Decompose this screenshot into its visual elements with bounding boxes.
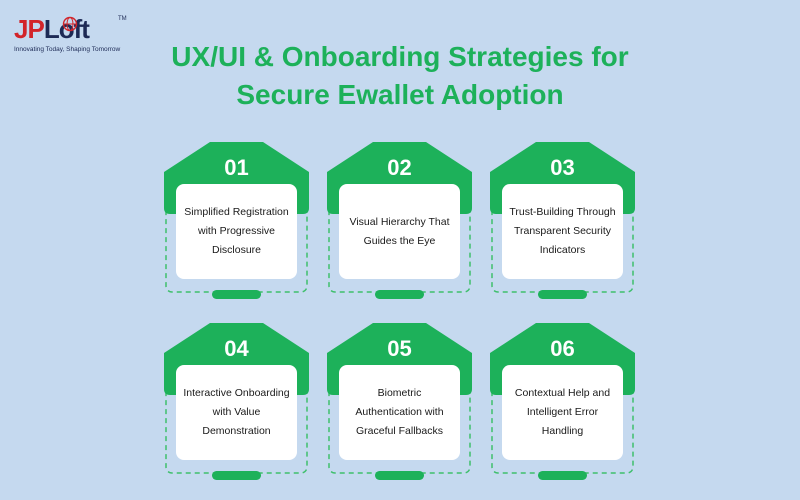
card-body: Contextual Help and Intelligent Error Ha… [502, 365, 623, 460]
card-body: Simplified Registration with Progressive… [176, 184, 297, 279]
card-number: 02 [387, 155, 412, 180]
card-text: Simplified Registration with Progressive… [184, 206, 289, 256]
card-body: Biometric Authentication with Graceful F… [339, 365, 460, 460]
jploft-logo: JPLoft TM Innovating Today, Shaping Tomo… [14, 14, 134, 60]
card-number: 01 [224, 155, 249, 180]
card-number: 03 [550, 155, 575, 180]
strategy-card-03: 03 Trust-Building Through Transparent Se… [490, 142, 635, 299]
card-number: 06 [550, 336, 575, 361]
card-text: Interactive Onboarding with Value Demons… [183, 387, 290, 437]
card-text: Trust-Building Through Transparent Secur… [509, 206, 616, 256]
page-title: UX/UI & Onboarding Strategies for Secure… [0, 38, 800, 114]
card-body: Interactive Onboarding with Value Demons… [176, 365, 297, 460]
strategy-card-02: 02 Visual Hierarchy That Guides the Eye [327, 142, 472, 299]
card-text: Visual Hierarchy That Guides the Eye [349, 215, 450, 247]
strategy-card-05: 05 Biometric Authentication with Gracefu… [327, 323, 472, 480]
strategy-card-04: 04 Interactive Onboarding with Value Dem… [164, 323, 309, 480]
card-text: Biometric Authentication with Graceful F… [355, 387, 444, 437]
card-number: 04 [224, 336, 249, 361]
logo-tagline: Innovating Today, Shaping Tomorrow [14, 46, 121, 53]
logo-trademark: TM [118, 16, 127, 22]
title-line-2: Secure Ewallet Adoption [236, 79, 564, 110]
card-body: Visual Hierarchy That Guides the Eye [339, 184, 460, 279]
title-line-1: UX/UI & Onboarding Strategies for [171, 41, 629, 72]
strategy-card-06: 06 Contextual Help and Intelligent Error… [490, 323, 635, 480]
card-text: Contextual Help and Intelligent Error Ha… [514, 387, 611, 437]
logo-jp: JP [14, 14, 45, 44]
card-number: 05 [387, 336, 412, 361]
card-body: Trust-Building Through Transparent Secur… [502, 184, 623, 279]
globe-icon [62, 16, 78, 32]
strategy-card-01: 01 Simplified Registration with Progress… [164, 142, 309, 299]
